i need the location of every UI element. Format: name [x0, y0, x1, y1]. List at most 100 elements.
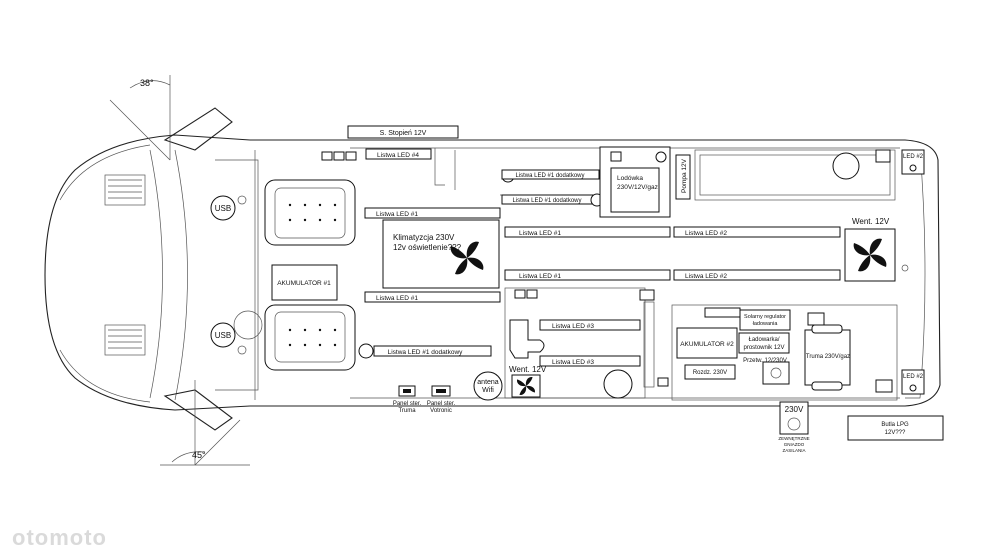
svg-text:Truma: Truma: [398, 408, 416, 414]
svg-text:Listwa LED #1: Listwa LED #1: [376, 295, 418, 302]
svg-text:Listwa LED #1 dodatkowy: Listwa LED #1 dodatkowy: [515, 173, 584, 179]
led-strip-1-extra-bottom: Listwa LED #1 dodatkowy: [358, 343, 492, 359]
lpg-bottle: Butla LPG 12V???: [847, 415, 944, 441]
mirror-top: [163, 107, 233, 151]
water-pump: Pompa 12V: [675, 154, 691, 200]
electrical-area: Solarny regulator ładowania AKUMULATOR #…: [671, 304, 898, 401]
led-strip-1-d: Listwa LED #1: [504, 269, 671, 281]
svg-text:Listwa LED #1 dodatkowy: Listwa LED #1 dodatkowy: [388, 349, 464, 356]
svg-text:Listwa LED #2: Listwa LED #2: [685, 273, 727, 280]
led-strip-1-b: Listwa LED #1: [364, 291, 501, 303]
angle-top-label: 38°: [140, 78, 154, 88]
svg-text:Pompa 12V: Pompa 12V: [681, 158, 688, 193]
grille-bottom: [104, 324, 146, 356]
led-strip-2-b: Listwa LED #2: [673, 269, 841, 281]
socket-icon: [657, 377, 669, 387]
svg-text:Panel ster.: Panel ster.: [427, 401, 456, 407]
wifi-antenna: antena Wifi: [473, 371, 503, 401]
svg-text:Listwa LED #1 dodatkowy: Listwa LED #1 dodatkowy: [512, 198, 581, 204]
svg-text:Panel ster.: Panel ster.: [393, 401, 422, 407]
svg-text:Wifi: Wifi: [482, 387, 494, 394]
svg-text:Listwa LED #3: Listwa LED #3: [552, 359, 594, 366]
svg-text:antena: antena: [477, 379, 499, 386]
led-strip-3-b: Listwa LED #3: [539, 355, 641, 367]
light-icon: [901, 264, 909, 272]
bathroom-area: [504, 287, 655, 399]
panel-truma: Panel ster. Truma: [393, 385, 422, 414]
svg-text:prostownik 12V: prostownik 12V: [743, 345, 784, 351]
svg-text:LED #2: LED #2: [903, 154, 924, 160]
hinge-icon: [237, 195, 247, 205]
svg-text:ZASILANIA: ZASILANIA: [782, 448, 805, 453]
watermark: otomoto: [12, 525, 107, 550]
svg-text:12v oświetlenie???: 12v oświetlenie???: [393, 243, 462, 252]
led-strip-2-a: Listwa LED #2: [673, 226, 841, 238]
svg-text:LED #2: LED #2: [903, 374, 924, 380]
usb-port-2: USB: [210, 322, 236, 348]
vent-bottom: Went. 12V: [509, 365, 547, 398]
svg-text:Went. 12V: Went. 12V: [509, 365, 547, 374]
fan-icon: [853, 238, 887, 272]
mirror-bottom: [163, 389, 233, 431]
svg-text:Listwa LED #1: Listwa LED #1: [519, 273, 561, 280]
dashboard: [215, 159, 259, 391]
led-strip-1-extra-top2: Listwa LED #1 dodatkowy: [501, 193, 604, 207]
svg-text:Butla LPG: Butla LPG: [881, 422, 909, 428]
led-strip-3-a: Listwa LED #3: [539, 319, 641, 331]
akumulator-1-box: AKUMULATOR #1: [271, 264, 338, 301]
svg-text:Truma 230V/gaz: Truma 230V/gaz: [806, 354, 850, 360]
angle-guide-bottom: 45°: [160, 380, 250, 466]
svg-text:Listwa LED #3: Listwa LED #3: [552, 323, 594, 330]
angle-guide-top: 38°: [109, 75, 171, 161]
tank-top-right: [694, 149, 896, 201]
svg-text:Rozdz. 230V: Rozdz. 230V: [693, 370, 727, 376]
svg-text:Ładowarka/: Ładowarka/: [748, 337, 779, 343]
svg-text:GNIAZDO: GNIAZDO: [784, 442, 805, 447]
svg-text:Solarny regulator: Solarny regulator: [744, 314, 786, 320]
svg-text:Votronic: Votronic: [430, 408, 452, 414]
svg-text:AKUMULATOR #1: AKUMULATOR #1: [277, 280, 331, 287]
led-2-corner-top: LED #2: [901, 149, 925, 175]
svg-text:12V???: 12V???: [885, 430, 906, 436]
svg-text:Listwa LED #1: Listwa LED #1: [519, 230, 561, 237]
hinge-icon: [237, 345, 247, 355]
grille-top: [104, 174, 146, 206]
led-strip-1-a: Listwa LED #1: [364, 207, 501, 219]
svg-text:Went. 12V: Went. 12V: [852, 217, 890, 226]
seat-top: [264, 179, 356, 246]
bathroom-tank-icon: [603, 369, 633, 399]
svg-text:Listwa LED #4: Listwa LED #4: [377, 152, 419, 159]
svg-text:AKUMULATOR #2: AKUMULATOR #2: [680, 341, 734, 348]
svg-text:S. Stopień 12V: S. Stopień 12V: [380, 130, 427, 137]
svg-text:USB: USB: [215, 204, 231, 213]
switch-icons-top: [321, 151, 357, 161]
step-box: S. Stopień 12V: [347, 125, 459, 139]
svg-text:Lodówka: Lodówka: [617, 175, 643, 182]
svg-text:230V: 230V: [785, 405, 804, 414]
svg-text:USB: USB: [215, 331, 231, 340]
usb-port-1: USB: [210, 195, 236, 221]
fan-icon: [450, 241, 484, 275]
svg-text:230V/12V/gaz: 230V/12V/gaz: [617, 184, 658, 191]
steering-wheel: [233, 310, 263, 340]
air-conditioner: Klimatyzcja 230V 12v oświetlenie???: [382, 219, 500, 289]
truma-heater: Truma 230V/gaz: [804, 324, 851, 391]
svg-text:ZEWNĘTRZNE: ZEWNĘTRZNE: [778, 436, 809, 441]
svg-text:Przetw. 12/230V: Przetw. 12/230V: [743, 358, 787, 364]
led-strip-1-extra-top1: Listwa LED #1 dodatkowy: [501, 169, 600, 183]
angle-bottom-label: 45°: [192, 450, 206, 460]
external-power-socket: 230V ZEWNĘTRZNE GNIAZDO ZASILANIA: [778, 401, 810, 453]
partition-1: [434, 148, 445, 186]
led-2-corner-bottom: LED #2: [901, 369, 925, 395]
svg-text:Listwa LED #1: Listwa LED #1: [376, 211, 418, 218]
svg-text:Listwa LED #2: Listwa LED #2: [685, 230, 727, 237]
svg-text:Klimatyzcja 230V: Klimatyzcja 230V: [393, 233, 455, 242]
svg-text:ładowania: ładowania: [753, 321, 779, 327]
seat-bottom: [264, 304, 356, 371]
led-strip-4: Listwa LED #4: [365, 148, 432, 160]
vent-right: Went. 12V: [844, 217, 896, 282]
toilet-icon: [509, 319, 545, 359]
led-strip-1-c: Listwa LED #1: [504, 226, 671, 238]
fan-icon: [516, 376, 536, 396]
